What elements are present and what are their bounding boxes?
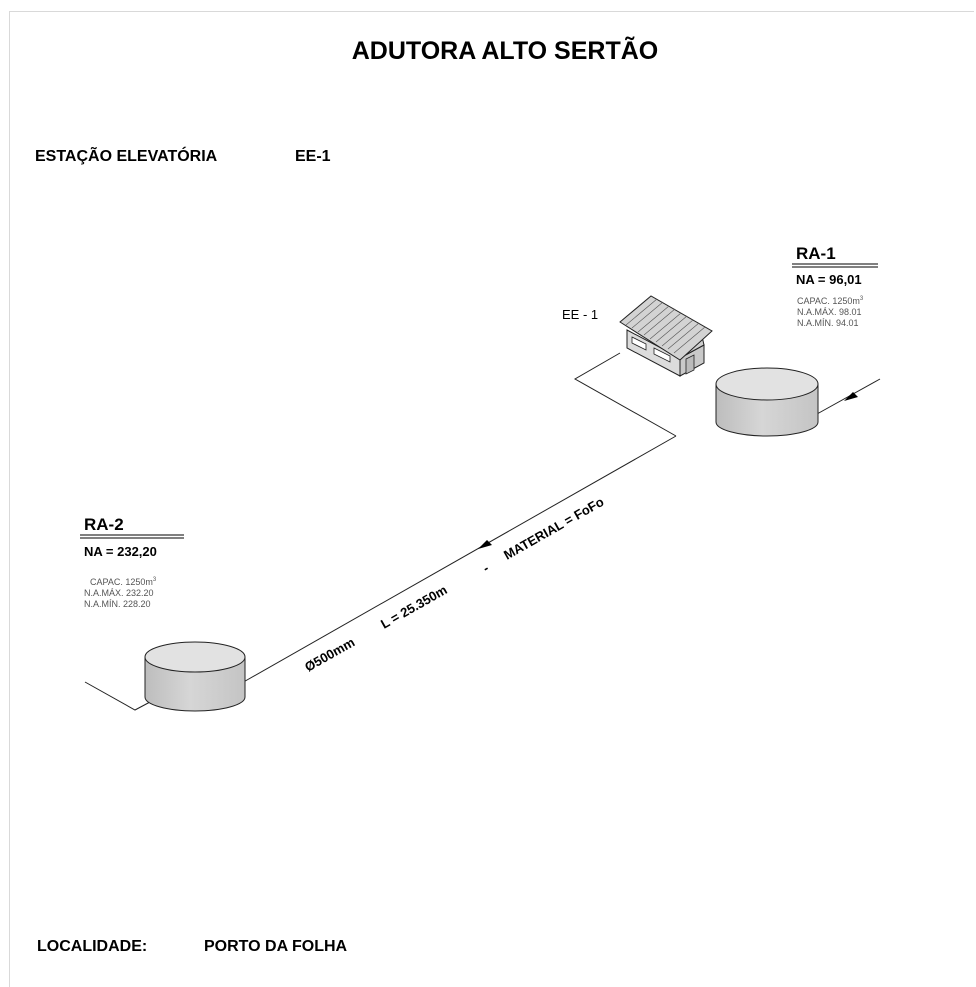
pump-station-building-icon bbox=[619, 295, 713, 377]
ra2-na-min: N.A.MÍN. 228.20 bbox=[84, 599, 151, 609]
station-heading-code: EE-1 bbox=[295, 148, 331, 165]
reservoir-ra2-tank bbox=[144, 641, 246, 712]
ra2-capacity: CAPAC. 1250m3 bbox=[90, 577, 157, 587]
station-heading-label: ESTAÇÃO ELEVATÓRIA bbox=[35, 145, 218, 165]
ra2-na-max: N.A.MÁX. 232.20 bbox=[84, 588, 154, 598]
pipe-riser bbox=[573, 352, 677, 437]
ra1-na-min: N.A.MÍN. 94.01 bbox=[797, 318, 859, 328]
pipe-diameter: Ø500mm bbox=[302, 634, 357, 674]
reservoir-ra2-labels: RA-2 NA = 232,20 CAPAC. 1250m3 N.A.MÁX. … bbox=[80, 515, 184, 609]
pipe-length: L = 25.350m bbox=[378, 582, 450, 632]
page-title: ADUTORA ALTO SERTÃO bbox=[352, 35, 658, 65]
pipe-inlet-ra2 bbox=[84, 681, 151, 711]
ra2-na: NA = 232,20 bbox=[84, 544, 157, 559]
ra1-na: NA = 96,01 bbox=[796, 272, 862, 287]
reservoir-ra1-labels: RA-1 NA = 96,01 CAPAC. 1250m3 N.A.MÁX. 9… bbox=[792, 244, 878, 328]
pipe-main bbox=[239, 435, 677, 685]
ra1-name: RA-1 bbox=[796, 244, 836, 263]
flow-arrow-main bbox=[478, 540, 492, 549]
flow-arrow-ra1 bbox=[844, 392, 858, 401]
drawing-frame bbox=[9, 11, 974, 987]
reservoir-ra1-tank bbox=[715, 367, 819, 437]
ra1-capacity: CAPAC. 1250m3 bbox=[797, 296, 864, 306]
locality-label: LOCALIDADE: bbox=[37, 938, 147, 955]
ra2-name: RA-2 bbox=[84, 515, 124, 534]
station-label: EE - 1 bbox=[562, 307, 598, 322]
ra1-na-max: N.A.MÁX. 98.01 bbox=[797, 307, 862, 317]
pipe-labels: Ø500mm L = 25.350m - MATERIAL = FoFo bbox=[302, 494, 606, 675]
pipe-material: MATERIAL = FoFo bbox=[501, 494, 606, 563]
locality-value: PORTO DA FOLHA bbox=[204, 938, 348, 955]
pipe-separator: - bbox=[480, 560, 491, 575]
